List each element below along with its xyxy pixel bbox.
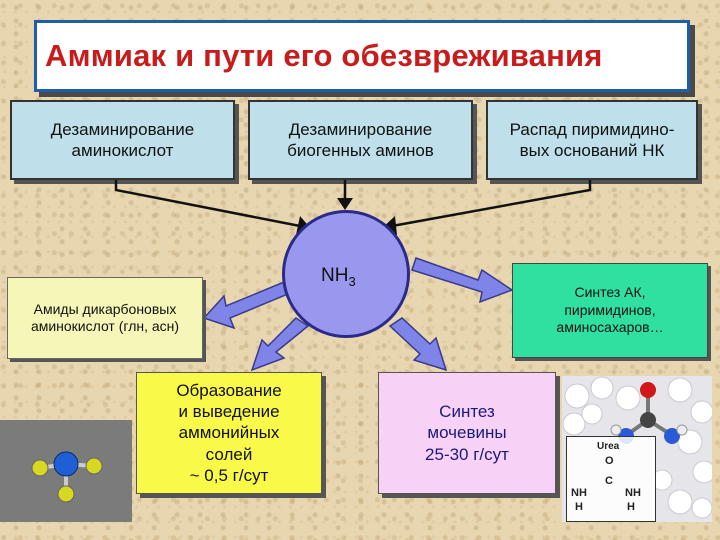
source-2-line1: Дезаминирование bbox=[288, 119, 433, 139]
ammonia-molecule-icon bbox=[31, 451, 103, 503]
ammonia-molecule-image bbox=[0, 420, 132, 522]
urea-line2: мочевины bbox=[427, 423, 507, 443]
synthesis-line3: аминосахаров… bbox=[556, 319, 664, 336]
ammonium-line3: аммонийных bbox=[178, 423, 280, 443]
urea-h-left: H bbox=[575, 501, 583, 513]
source-2-line2: биогенных аминов bbox=[287, 141, 434, 160]
urea-synthesis-box: Синтез мочевины 25-30 г/сут bbox=[378, 372, 556, 494]
ammonia-formula: NH3 bbox=[321, 265, 356, 289]
source-box-pyrimidine-breakdown: Распад пиримидино- вых оснований НК bbox=[486, 100, 698, 180]
ammonium-line5: ~ 0,5 г/сут bbox=[189, 465, 269, 485]
urea-line1: Синтез bbox=[439, 402, 495, 422]
source-3-line1: Распад пиримидино- bbox=[509, 119, 675, 139]
urea-structure-panel: Urea O C NH H NH H bbox=[566, 436, 656, 522]
urea-nh-right: NH bbox=[625, 487, 641, 499]
urea-oxygen: O bbox=[605, 455, 614, 467]
ammonium-line2: и выведение bbox=[178, 402, 280, 422]
ammonia-formula-subscript: 3 bbox=[348, 273, 356, 289]
ammonia-node: NH3 bbox=[282, 210, 410, 338]
amides-line2: аминокислот (глн, асн) bbox=[30, 318, 180, 334]
source-3-line2: вых оснований НК bbox=[519, 141, 665, 160]
synthesis-line1: Синтез АК, bbox=[574, 284, 646, 301]
arrow-to-amides bbox=[202, 280, 289, 330]
source-box-biogenic-amine-deamination: Дезаминирование биогенных аминов bbox=[248, 100, 473, 180]
page-title: Аммиак и пути его обезвреживания bbox=[45, 37, 603, 73]
synthesis-line2: пиримидинов, bbox=[564, 301, 656, 318]
connector-line-1 bbox=[114, 180, 301, 228]
urea-label: Urea bbox=[597, 441, 620, 452]
amides-line1: Амиды дикарбоновых bbox=[33, 300, 177, 317]
ammonium-salts-box: Образование и выведение аммонийных солей… bbox=[136, 372, 322, 494]
urea-nh-left: NH bbox=[571, 487, 587, 499]
arrow-to-synthesis bbox=[411, 257, 514, 304]
ammonium-line4: солей bbox=[205, 444, 253, 464]
title-box: Аммиак и пути его обезвреживания bbox=[34, 20, 690, 92]
arrow-to-urea bbox=[388, 317, 448, 372]
source-box-amino-acid-deamination: Дезаминирование аминокислот bbox=[10, 100, 235, 180]
urea-carbon: C bbox=[605, 475, 613, 487]
arrowhead-2 bbox=[337, 198, 353, 210]
source-1-line2: аминокислот bbox=[71, 141, 174, 160]
synthesis-ak-box: Синтез АК, пиримидинов, аминосахаров… bbox=[512, 263, 708, 358]
source-1-line1: Дезаминирование bbox=[50, 119, 195, 139]
urea-line3: 25-30 г/сут bbox=[425, 444, 509, 464]
amides-box: Амиды дикарбоновых аминокислот (глн, асн… bbox=[7, 277, 203, 359]
ammonia-formula-main: NH bbox=[321, 265, 349, 286]
arrow-to-ammonium bbox=[250, 317, 310, 372]
connector-line-3 bbox=[391, 180, 592, 228]
ammonium-line1: Образование bbox=[176, 380, 282, 400]
urea-h-right: H bbox=[627, 501, 635, 513]
